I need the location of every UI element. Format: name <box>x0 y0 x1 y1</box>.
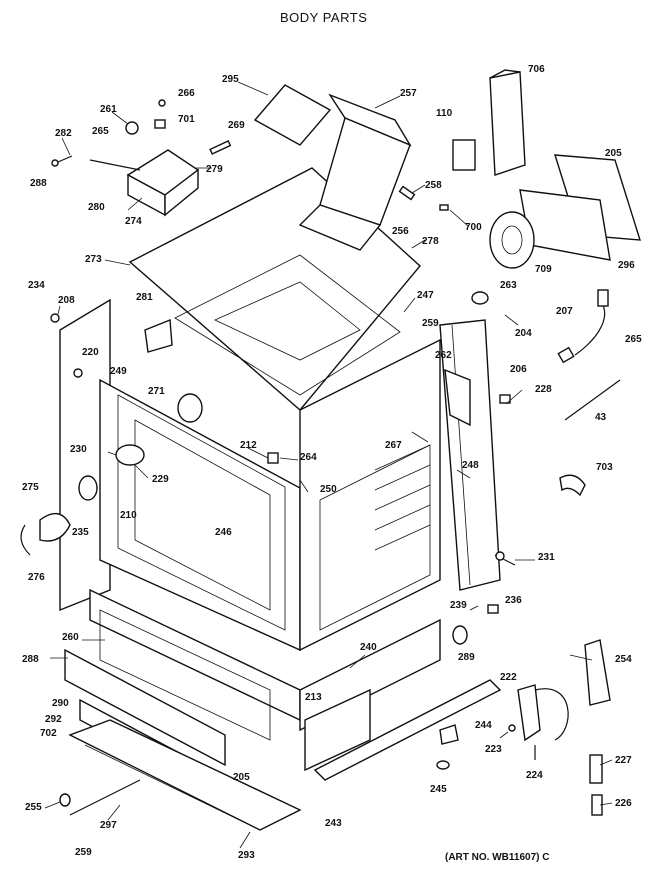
callout-276: 276 <box>28 572 45 583</box>
callout-295: 295 <box>222 74 239 85</box>
callout-262: 262 <box>435 350 452 361</box>
diagram-title: BODY PARTS <box>280 10 367 25</box>
callout-210: 210 <box>120 510 137 521</box>
callout-266: 266 <box>178 88 195 99</box>
callout-206: 206 <box>510 364 527 375</box>
callout-231: 231 <box>538 552 555 563</box>
callout-293: 293 <box>238 850 255 861</box>
callout-267: 267 <box>385 440 402 451</box>
callout-223: 223 <box>485 744 502 755</box>
callout-281: 281 <box>136 292 153 303</box>
callout-220: 220 <box>82 347 99 358</box>
callout-261: 261 <box>100 104 117 115</box>
callout-288-b: 288 <box>22 654 39 665</box>
callout-703: 703 <box>596 462 613 473</box>
callout-246: 246 <box>215 527 232 538</box>
callout-290: 290 <box>52 698 69 709</box>
leader-lines <box>44 81 613 849</box>
callout-205: 205 <box>605 148 622 159</box>
callout-234: 234 <box>28 280 45 291</box>
callout-265: 265 <box>92 126 109 137</box>
range-body-frame <box>59 167 502 831</box>
callout-110: 110 <box>436 108 453 119</box>
callout-247: 247 <box>417 290 434 301</box>
callout-274: 274 <box>125 216 142 227</box>
callout-230: 230 <box>70 444 87 455</box>
callout-706: 706 <box>528 64 545 75</box>
callout-204: 204 <box>515 328 532 339</box>
callout-297: 297 <box>100 820 117 831</box>
callout-255: 255 <box>25 802 42 813</box>
left-side-components <box>20 313 279 816</box>
callout-205-b: 205 <box>233 772 250 783</box>
callout-259: 259 <box>422 318 439 329</box>
callout-227: 227 <box>615 755 632 766</box>
callout-257: 257 <box>400 88 417 99</box>
callout-245: 245 <box>430 784 447 795</box>
burner-valve-assembly <box>51 99 232 217</box>
callout-250: 250 <box>320 484 337 495</box>
callout-243: 243 <box>325 818 342 829</box>
callout-208: 208 <box>58 295 75 306</box>
callout-279: 279 <box>206 164 223 175</box>
callout-228: 228 <box>535 384 552 395</box>
callout-235: 235 <box>72 527 89 538</box>
callout-222: 222 <box>500 672 517 683</box>
callout-280: 280 <box>88 202 105 213</box>
callout-256: 256 <box>392 226 409 237</box>
callout-226: 226 <box>615 798 632 809</box>
callout-265-b: 265 <box>625 334 642 345</box>
callout-264: 264 <box>300 452 317 463</box>
callout-289: 289 <box>458 652 475 663</box>
callout-229: 229 <box>152 474 169 485</box>
callout-296: 296 <box>618 260 635 271</box>
callout-701: 701 <box>178 114 195 125</box>
callout-43: 43 <box>595 412 607 423</box>
callout-259-b: 259 <box>75 847 92 858</box>
callout-271: 271 <box>148 386 165 397</box>
callout-213: 213 <box>305 692 322 703</box>
callout-292: 292 <box>45 714 62 725</box>
callout-236: 236 <box>505 595 522 606</box>
callout-249: 249 <box>110 366 127 377</box>
callout-260: 260 <box>62 632 79 643</box>
callout-275: 275 <box>22 482 39 493</box>
callout-263: 263 <box>500 280 517 291</box>
callout-273: 273 <box>85 254 102 265</box>
callout-labels: 295 266 706 261 701 257 110 205 282 265 … <box>22 64 642 861</box>
callout-269: 269 <box>228 120 245 131</box>
art-number: (ART NO. WB11607) C <box>445 852 549 863</box>
callout-278: 278 <box>422 236 439 247</box>
callout-244: 244 <box>475 720 492 731</box>
callout-709: 709 <box>535 264 552 275</box>
oven-vent-flue <box>253 84 412 251</box>
upper-right-parts <box>398 69 641 269</box>
callout-282: 282 <box>55 128 72 139</box>
callout-288: 288 <box>30 178 47 189</box>
callout-248: 248 <box>462 460 479 471</box>
callout-224: 224 <box>526 770 543 781</box>
callout-258: 258 <box>425 180 442 191</box>
callout-239: 239 <box>450 600 467 611</box>
callout-702: 702 <box>40 728 57 739</box>
right-side-components <box>436 289 621 816</box>
callout-700: 700 <box>465 222 482 233</box>
callout-207: 207 <box>556 306 573 317</box>
callout-212: 212 <box>240 440 257 451</box>
callout-254: 254 <box>615 654 632 665</box>
callout-240: 240 <box>360 642 377 653</box>
